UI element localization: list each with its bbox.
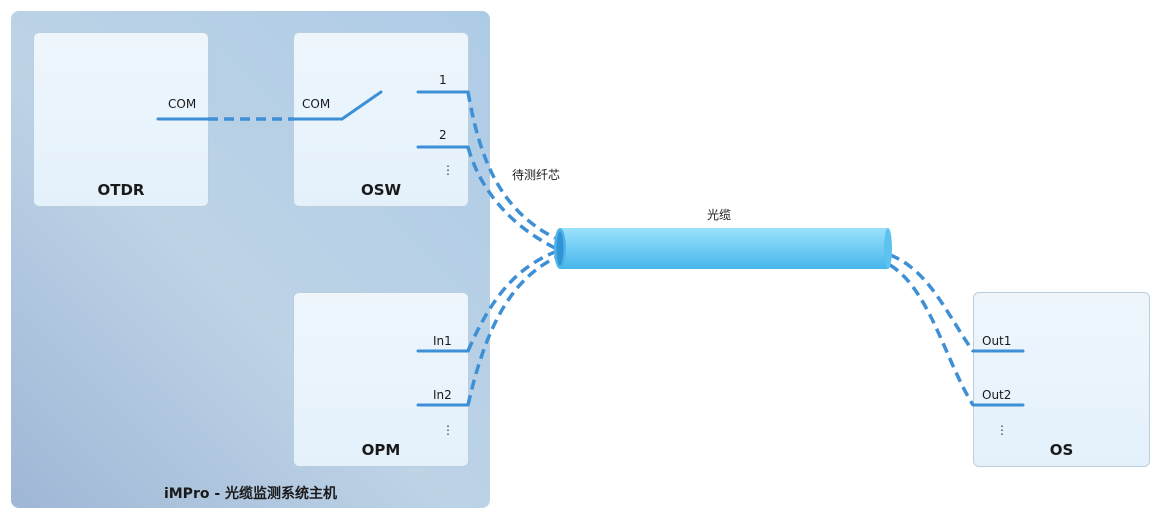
osw-title: OSW bbox=[360, 181, 402, 199]
fiber-under-test-label: 待测纤芯 bbox=[512, 168, 561, 182]
opm-box[interactable]: OPM In1 In2 ⋮ bbox=[293, 292, 469, 467]
osw-port-2-label: 2 bbox=[439, 128, 447, 142]
fiber-opm-1 bbox=[466, 250, 556, 352]
fiber-opm-2 bbox=[466, 256, 556, 406]
opm-in2-label: In2 bbox=[433, 388, 452, 402]
cable-label: 光缆 bbox=[707, 208, 732, 222]
opm-more-ports: ⋮ bbox=[442, 423, 454, 437]
opm-title: OPM bbox=[361, 441, 401, 459]
optical-cable bbox=[554, 228, 892, 269]
os-more-ports: ⋮ bbox=[996, 423, 1008, 437]
host-title: iMPro - 光缆监测系统主机 bbox=[163, 486, 338, 502]
os-out2-label: Out2 bbox=[982, 388, 1012, 402]
otdr-com-label: COM bbox=[168, 97, 197, 111]
otdr-box[interactable]: OTDR COM bbox=[33, 32, 209, 207]
fiber-os-2 bbox=[889, 263, 975, 406]
os-box[interactable]: OS Out1 Out2 ⋮ bbox=[973, 292, 1150, 467]
otdr-title: OTDR bbox=[97, 181, 145, 199]
opm-in1-label: In1 bbox=[433, 334, 452, 348]
fiber-os-1 bbox=[889, 253, 975, 353]
fiber-osw-2 bbox=[466, 146, 556, 250]
osw-port-1-label: 1 bbox=[439, 73, 447, 87]
osw-switch-blade bbox=[340, 90, 383, 121]
os-title: OS bbox=[1049, 441, 1074, 459]
fiber-osw-1 bbox=[466, 91, 556, 240]
osw-com-label: COM bbox=[302, 97, 331, 111]
osw-more-ports: ⋮ bbox=[442, 163, 454, 177]
os-out1-label: Out1 bbox=[982, 334, 1012, 348]
